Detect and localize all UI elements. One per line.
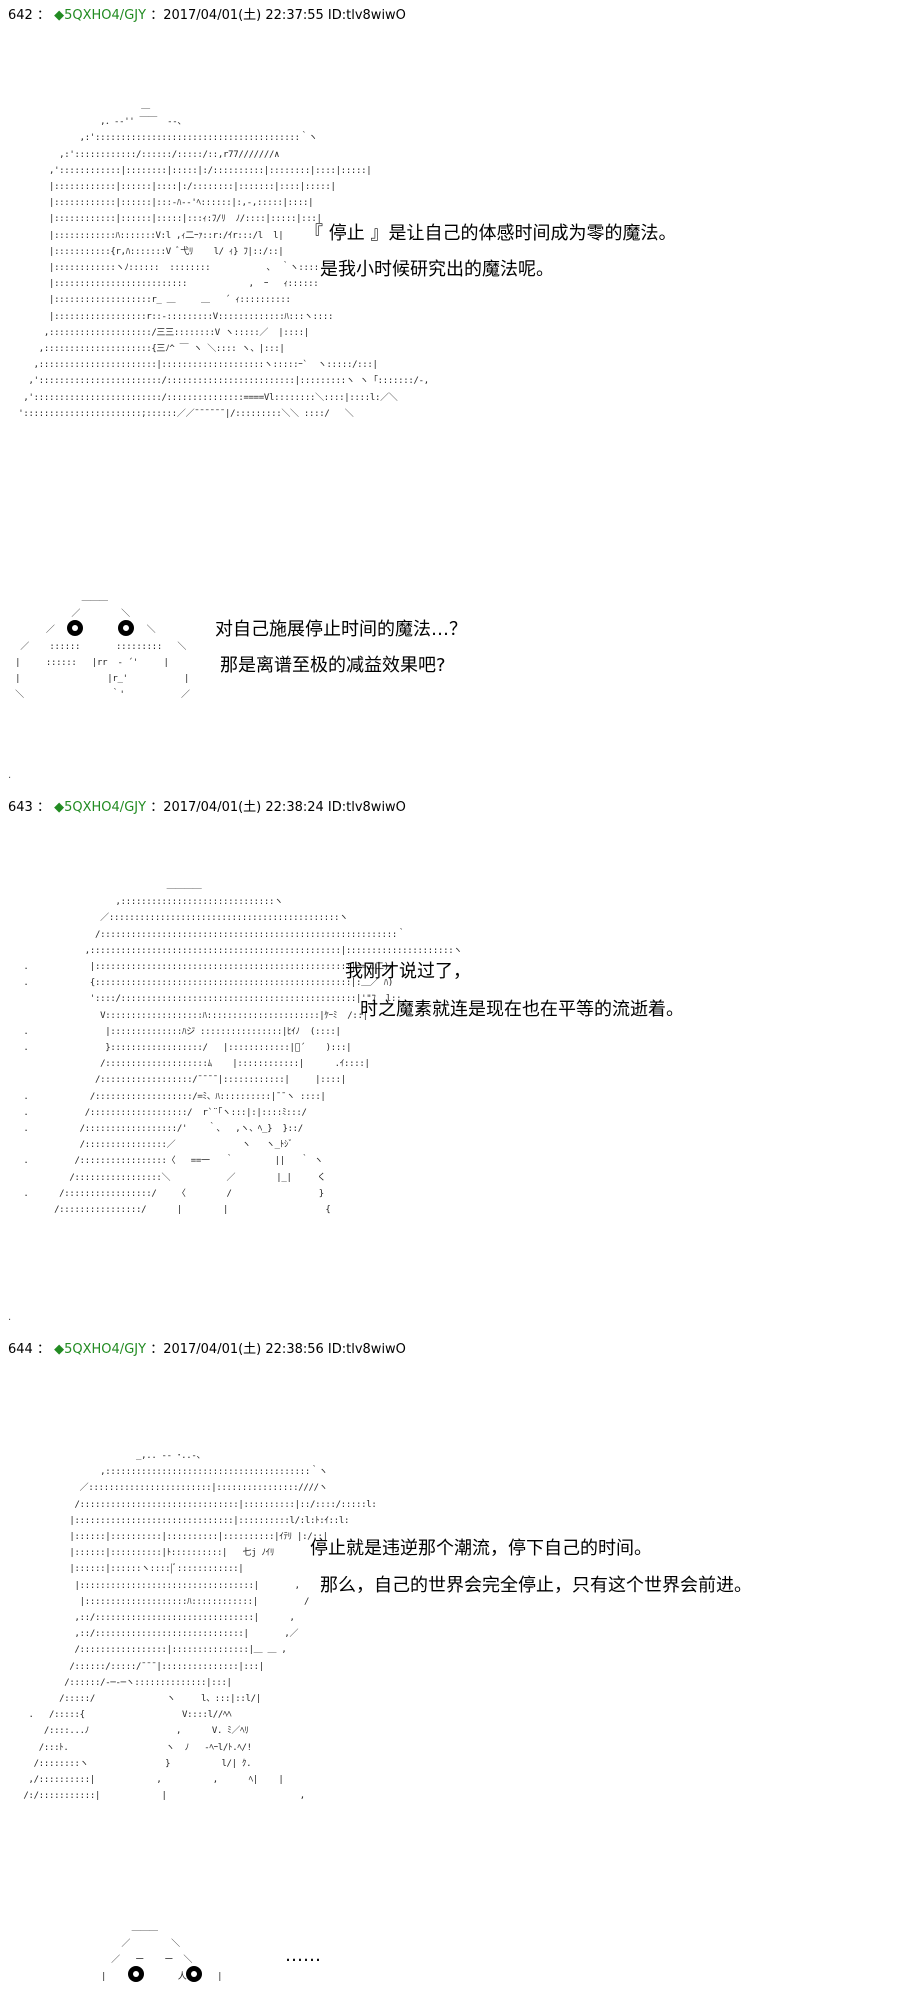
post-header-643: 643 ： ◆5QXHO4/GJY ：2017/04/01(土) 22:38:2… — [8, 800, 406, 816]
dialogue-line: 那么，自己的世界会完全停止，只有这个世界会前进。 — [320, 1575, 752, 1596]
dialogue-line: 停止就是违逆那个潮流，停下自己的时间。 — [310, 1538, 652, 1559]
eye-icon — [67, 620, 83, 636]
post-number: 642 — [8, 8, 33, 23]
ascii-art-character-1: ＿ ,．-‐'' ￣￣ ‐-、 ,:':::::::::::::::::::::… — [18, 101, 429, 419]
tripcode[interactable]: ◆5QXHO4/GJY — [54, 1342, 147, 1357]
post-date: ：2017/04/01(土) 22:37:55 ID:tlv8wiwO — [150, 8, 406, 23]
dialogue-line: …… — [285, 1945, 321, 1966]
tripcode[interactable]: ◆5QXHO4/GJY — [54, 8, 147, 23]
tripcode[interactable]: ◆5QXHO4/GJY — [54, 800, 147, 815]
dialogue-line: 『 停止 』是让自己的体感时间成为零的魔法。 — [305, 223, 677, 244]
dialogue-line: 对自己施展停止时间的魔法…？ — [215, 619, 467, 640]
eye-icon — [118, 620, 134, 636]
eye-icon — [186, 1966, 202, 1982]
post-number: 643 — [8, 800, 33, 815]
post-date: ：2017/04/01(土) 22:38:56 ID:tlv8wiwO — [150, 1342, 406, 1357]
small-face-art-1: ＿＿＿ ／ ＼ ／ ＼ ／ :::::: ::::::::: ＼ | :::::… — [15, 593, 190, 701]
post-number: 644 — [8, 1342, 33, 1357]
post-header-644: 644 ： ◆5QXHO4/GJY ：2017/04/01(土) 22:38:5… — [8, 1342, 406, 1358]
separator-dot: . — [8, 1312, 12, 1323]
ascii-art-character-2: ＿＿＿＿ ,::::::::::::::::::::::::::::::ヽ ／:… — [23, 881, 463, 1216]
dialogue-line: 那是离谱至极的减益效果吧? — [220, 655, 446, 676]
eye-icon — [128, 1966, 144, 1982]
post-date: ：2017/04/01(土) 22:38:24 ID:tlv8wiwO — [150, 800, 406, 815]
ascii-art-character-3: _,.. -‐ ･..-、 ,:::::::::::::::::::::::::… — [23, 1451, 377, 1802]
small-face-art-2: ＿＿＿ ／ ＼ ／ ー ー ＼ | 人 | — [100, 1923, 223, 1982]
dialogue-line: 是我小时候研究出的魔法呢。 — [320, 259, 554, 280]
dialogue-line: 时之魔素就连是现在也在平等的流逝着。 — [360, 999, 684, 1020]
post-number-separator: ： — [36, 1342, 50, 1357]
post-header-642: 642 ： ◆5QXHO4/GJY ：2017/04/01(土) 22:37:5… — [8, 8, 406, 24]
post-number-separator: ： — [36, 800, 50, 815]
dialogue-line: 我刚才说过了， — [345, 961, 471, 982]
separator-dot: . — [8, 770, 12, 781]
post-number-separator: ： — [36, 8, 50, 23]
